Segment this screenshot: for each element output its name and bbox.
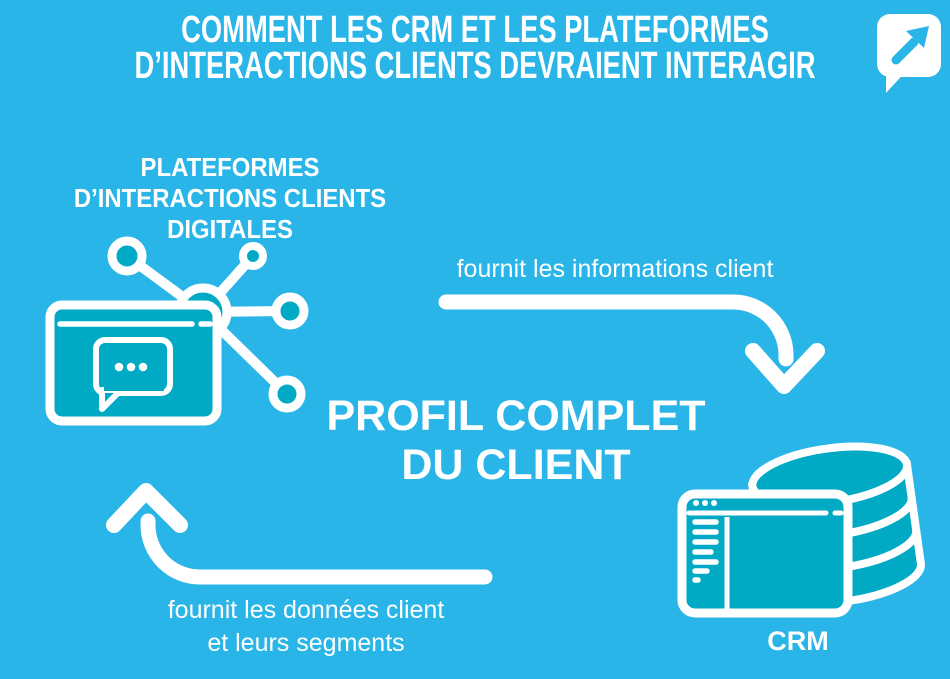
- bottom-flow-line2: et leurs segments: [207, 629, 405, 657]
- crm-label: CRM: [767, 626, 829, 656]
- page-title-line2: D’INTERACTIONS CLIENTS DEVRAIENT INTERAG…: [134, 45, 816, 87]
- central-profile-label: PROFIL COMPLET DU CLIENT: [316, 392, 716, 490]
- chat-dots-icon: [114, 362, 148, 372]
- arrow-top: [438, 294, 825, 394]
- logo-bubble-tail: [886, 66, 911, 93]
- central-profile-line1: PROFIL COMPLET: [326, 392, 706, 440]
- top-flow-label: fournit les informations client: [456, 255, 774, 283]
- crm-sidebar-items: [692, 519, 719, 583]
- logo-arrow-icon: [891, 26, 929, 65]
- logo: [877, 14, 941, 93]
- crm-browser-window: [677, 489, 853, 618]
- page-title-line1: COMMENT LES CRM ET LES PLATEFORMES: [181, 9, 769, 51]
- platform-label-line1: PLATEFORMES: [140, 152, 320, 182]
- chat-bubble-tail-join: [104, 384, 164, 391]
- network-node: [107, 236, 147, 276]
- crm-icon: [677, 442, 925, 618]
- browser-dots-icon: [693, 500, 717, 506]
- arrow-bottom: [106, 483, 493, 585]
- platform-label-line2: D’INTERACTIONS CLIENTS DIGITALES: [73, 183, 387, 244]
- platform-icon: [45, 236, 309, 426]
- page-title: COMMENT LES CRM ET LES PLATEFORMES D’INT…: [0, 9, 950, 87]
- central-profile-line2: DU CLIENT: [401, 441, 631, 489]
- network-node: [239, 242, 267, 270]
- bottom-flow-line1: fournit les données client: [167, 596, 445, 624]
- platform-label: PLATEFORMES D’INTERACTIONS CLIENTS DIGIT…: [28, 152, 433, 245]
- network-node: [268, 375, 306, 413]
- bottom-flow-label: fournit les données client et leurs segm…: [106, 594, 506, 660]
- network-node: [271, 292, 309, 330]
